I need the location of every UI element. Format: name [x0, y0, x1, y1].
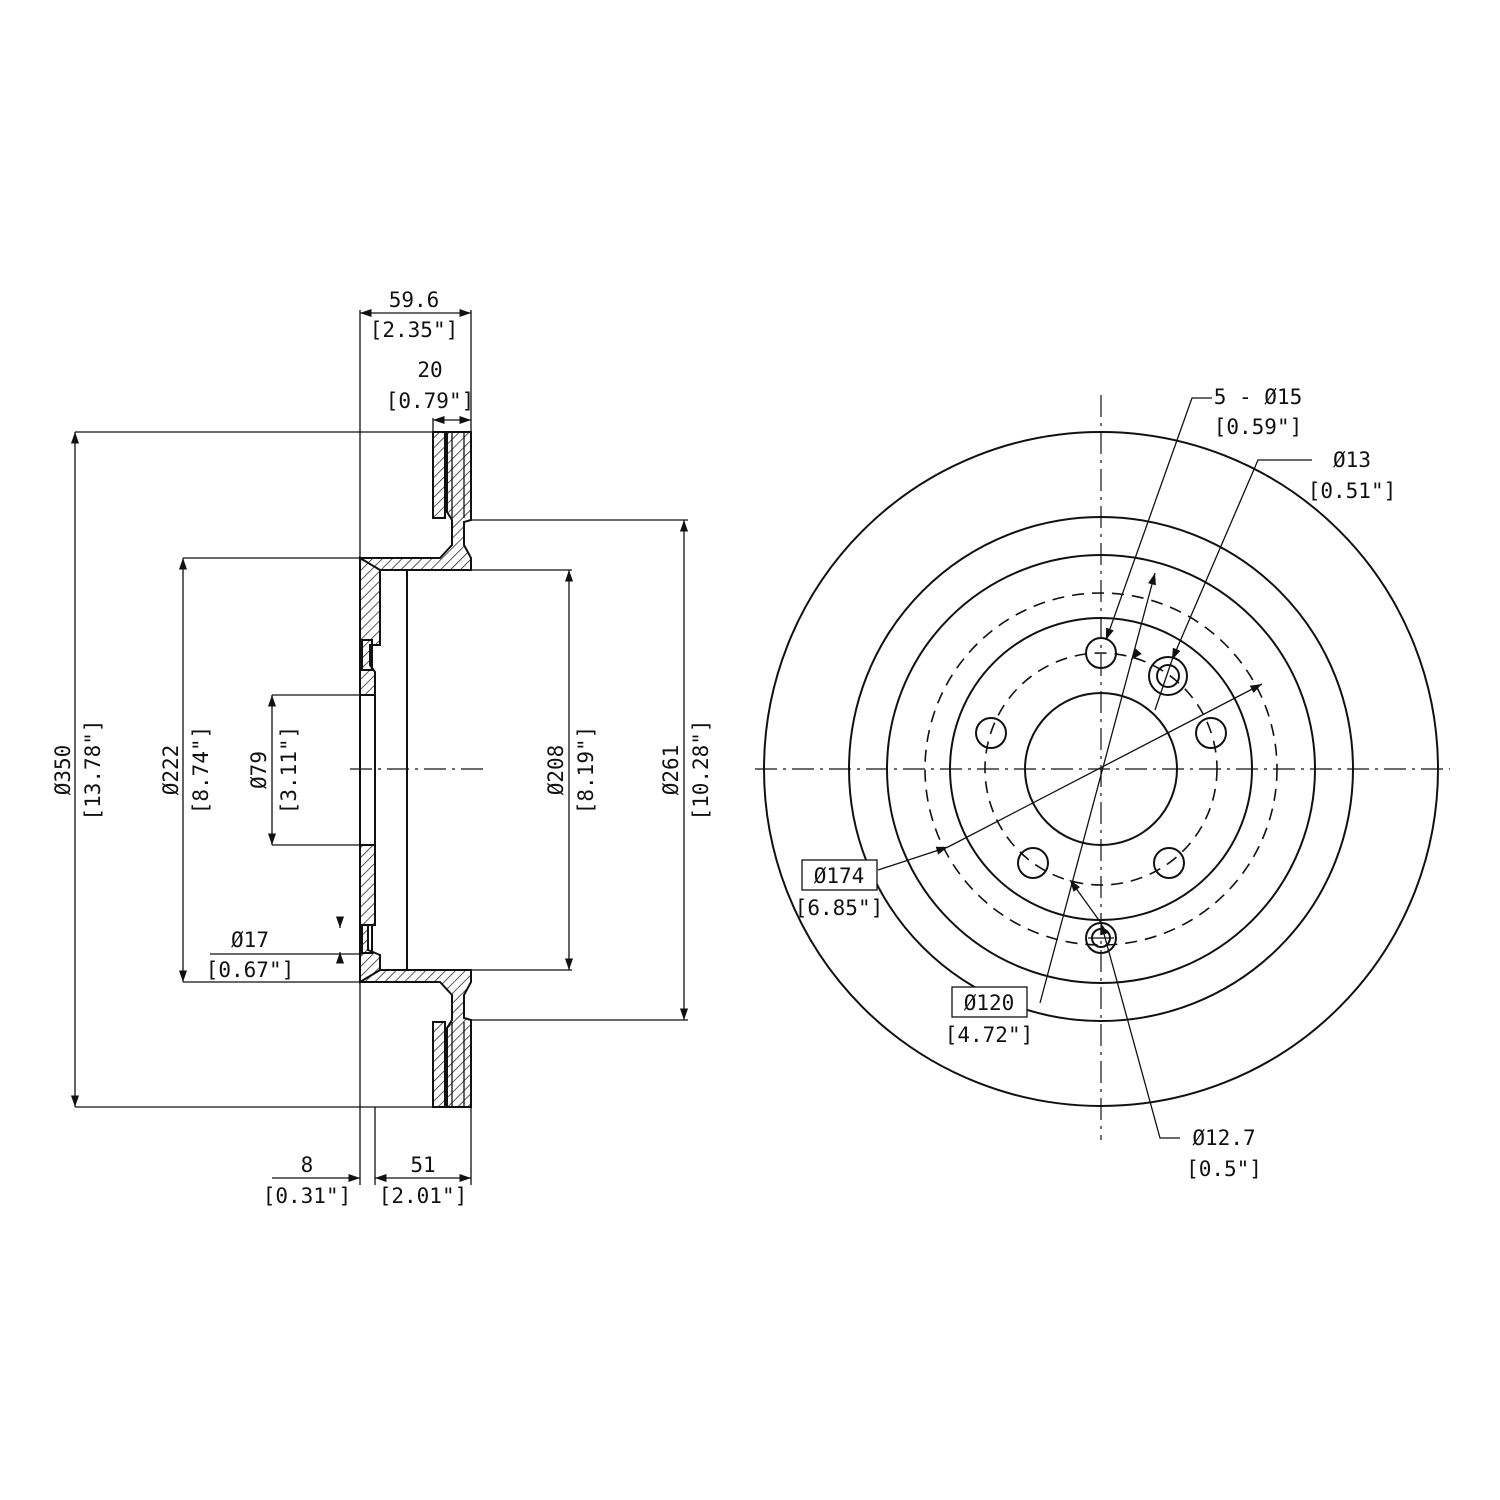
pcd-outer-circle — [924, 592, 1278, 946]
label-inner-band-mm: Ø261 — [659, 745, 683, 796]
front-view: 5 - Ø15 [0.59"] Ø13 [0.51"] Ø174 [6.85"]… — [755, 385, 1450, 1181]
label-stud-hole-mm: Ø17 — [231, 928, 269, 952]
dim-bolt-pcd — [1039, 572, 1156, 1004]
hat-outer-edge — [886, 554, 1316, 984]
label-hat-diameter-inch: [8.74"] — [189, 726, 213, 815]
label-outer-diameter-mm: Ø350 — [51, 745, 75, 796]
label-locating-hole-mm: Ø13 — [1333, 448, 1371, 472]
label-hat-height-inch: [2.01"] — [379, 1184, 468, 1208]
hat-face-circle — [949, 617, 1253, 921]
label-small-hole-mm: Ø12.7 — [1192, 1126, 1255, 1150]
label-overall-width-inch: [2.35"] — [370, 318, 459, 342]
bolt-hole — [1017, 847, 1049, 879]
lower-braking-band — [359, 969, 472, 1108]
upper-braking-band — [359, 431, 472, 571]
label-pcd-outer-mm: Ø174 — [814, 864, 865, 888]
label-inner-band-inch: [10.28"] — [689, 719, 713, 820]
hat-wall-upper — [359, 556, 381, 696]
label-inner-hat-inch: [8.19"] — [574, 726, 598, 815]
locating-hole-outer — [1148, 656, 1188, 696]
bolt-pcd-circle — [984, 652, 1218, 886]
bolt-pcd-box — [951, 986, 1028, 1018]
bolt-hole — [1195, 717, 1227, 749]
label-bolt-pcd-inch: [4.72"] — [945, 1023, 1034, 1047]
label-pcd-outer-inch: [6.85"] — [795, 896, 884, 920]
stud-hole-upper — [361, 639, 373, 671]
bolt-hole — [1153, 847, 1185, 879]
label-outer-diameter-inch: [13.78"] — [81, 719, 105, 820]
dim-pcd-outer — [877, 846, 949, 871]
label-stud-hole-inch: [0.67"] — [206, 958, 295, 982]
leader-small-hole — [1100, 922, 1180, 1139]
label-braking-band-mm: 20 — [417, 358, 442, 382]
rotor-outer-edge — [763, 431, 1439, 1107]
leader-small-hole-tail — [1069, 879, 1102, 924]
bolt-hole — [975, 717, 1007, 749]
label-bolt-holes-inch: [0.59"] — [1214, 415, 1303, 439]
hat-wall-lower — [359, 844, 381, 984]
locating-hole-inner — [1156, 664, 1180, 688]
label-hat-thickness-inch: [0.31"] — [263, 1184, 352, 1208]
label-hat-diameter-mm: Ø222 — [159, 745, 183, 796]
label-bolt-holes-mm: 5 - Ø15 — [1214, 385, 1303, 409]
bolt-hole — [1085, 637, 1117, 669]
label-center-bore-inch: [3.11"] — [277, 726, 301, 815]
label-locating-hole-inch: [0.51"] — [1308, 479, 1397, 503]
label-bolt-pcd-mm: Ø120 — [964, 991, 1015, 1015]
label-small-hole-inch: [0.5"] — [1186, 1157, 1262, 1181]
stud-hole-lower — [361, 924, 373, 954]
dim-bolt-pcd-inner — [1130, 648, 1142, 661]
pcd-outer-box — [801, 859, 878, 891]
label-overall-width-mm: 59.6 — [389, 288, 440, 312]
center-bore-circle — [1024, 692, 1178, 846]
leader-locating-hole-tail — [1154, 659, 1173, 711]
label-hat-thickness-mm: 8 — [301, 1153, 314, 1177]
dim-pcd-outer-line — [947, 683, 1263, 848]
leader-bolt-holes — [1105, 397, 1212, 641]
label-braking-band-inch: [0.79"] — [386, 389, 475, 413]
label-inner-hat-mm: Ø208 — [544, 745, 568, 796]
leader-locating-hole — [1171, 459, 1312, 661]
label-hat-height-mm: 51 — [410, 1153, 435, 1177]
side-section-view: 59.6 [2.35"] 20 [0.79"] Ø350 [13.78"] Ø2… — [51, 288, 713, 1208]
label-center-bore-mm: Ø79 — [247, 751, 271, 789]
braking-band-inner-edge — [848, 516, 1354, 1022]
